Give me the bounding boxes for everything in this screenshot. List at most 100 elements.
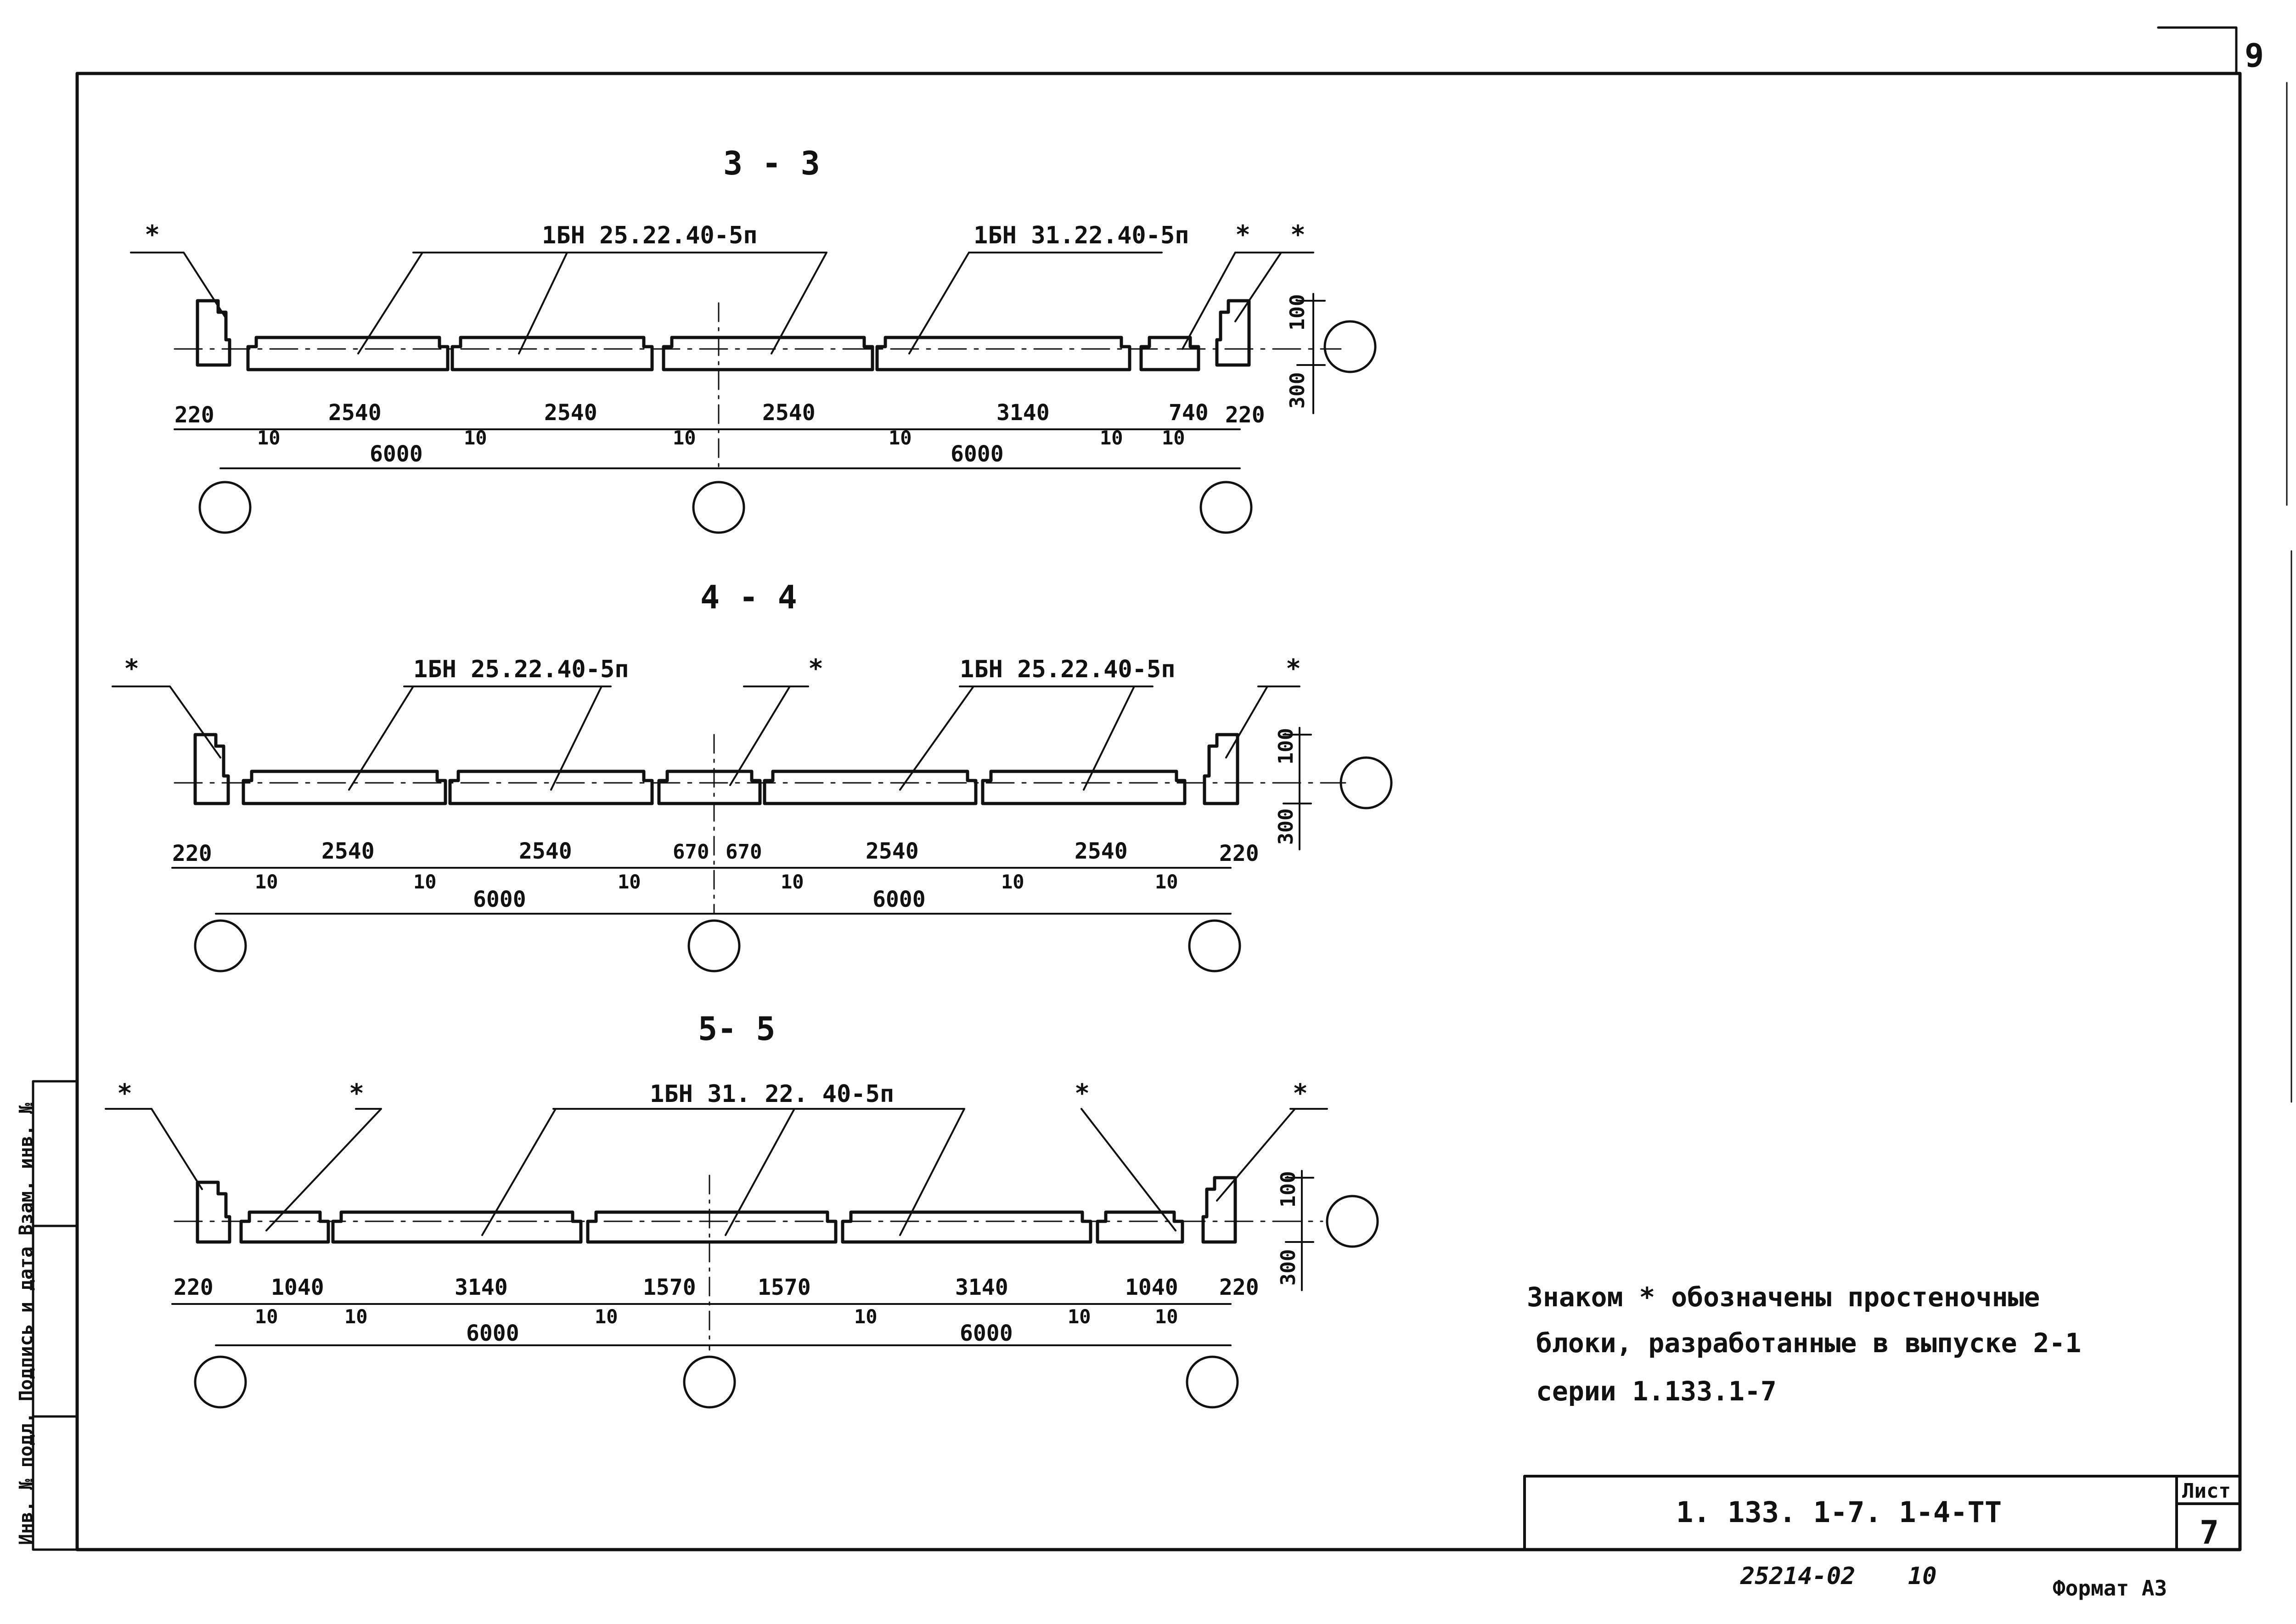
side-stamp: Инв. № подл. Подпись и дата Взам. инв. № (16, 1103, 37, 1545)
block-label: * (808, 654, 823, 683)
gap-dim: 10 (255, 1305, 278, 1328)
axis-marker (1339, 756, 1393, 809)
pier-block (196, 1180, 231, 1244)
gap-dim: 10 (464, 427, 487, 449)
height-dim: 100 (1274, 728, 1298, 764)
span-dim: 6000 (872, 887, 926, 912)
dimension: 2540 (519, 838, 572, 864)
pier-block (193, 733, 230, 805)
gap-dim: 10 (1155, 1305, 1178, 1328)
dimension-line (171, 1303, 1232, 1346)
note-line: серии 1.133.1-7 (1536, 1376, 1777, 1407)
drawing-frame (75, 72, 2242, 1551)
slab-block (450, 336, 654, 371)
dimension: 2540 (866, 838, 919, 864)
block-label: * (145, 220, 160, 249)
note-line: Знаком * обозначены простеночные (1527, 1281, 2040, 1313)
axis-marker (1326, 1195, 1379, 1248)
dimension: 3140 (455, 1275, 508, 1300)
gap-dim: 10 (257, 427, 281, 449)
gap-dim: 10 (255, 871, 278, 893)
span-dim: 6000 (370, 441, 423, 467)
dimension: 2540 (762, 400, 816, 426)
block-label: 1БН 25.22.40-5п (542, 222, 758, 249)
dimension: 1570 (643, 1275, 696, 1300)
axis-marker (692, 481, 745, 534)
section-3-3: 3 - 3 * 1БН 25.22.40-5п 1БН 31.22.40-5п … (130, 145, 1377, 534)
slab-blocks (242, 770, 1187, 805)
gap-dim: 10 (344, 1305, 368, 1328)
block-label: * (349, 1079, 364, 1108)
leader-lines (112, 686, 1300, 791)
block-label: * (1286, 654, 1301, 683)
slab-block (239, 1210, 330, 1244)
axis-marker (194, 1355, 247, 1409)
slab-blocks (239, 1210, 1184, 1244)
dimension: 1570 (758, 1275, 811, 1300)
slab-block (586, 1210, 838, 1244)
dimension: 3140 (955, 1275, 1008, 1300)
height-dimension (1296, 293, 1326, 414)
section-title: 4 - 4 (700, 579, 797, 616)
height-dim: 100 (1286, 294, 1309, 331)
gap-dim: 10 (1068, 1305, 1091, 1328)
slab-block (763, 770, 978, 805)
slab-block (331, 1210, 583, 1244)
block-label: 1БН 31. 22. 40-5п (650, 1080, 894, 1108)
dimension: 2540 (321, 838, 375, 864)
section-4-4: 4 - 4 * 1БН 25.22.40-5п * 1БН 25.22.40-5… (112, 579, 1393, 972)
leader-lines (130, 252, 1314, 354)
dimension: 670 (726, 840, 762, 864)
side-stamp-frame (32, 1080, 79, 1551)
axis-marker (1199, 481, 1253, 534)
gap-dim: 10 (781, 871, 804, 893)
slab-block (1096, 1210, 1184, 1244)
slab-block (448, 770, 654, 805)
title-block-frame (1523, 1475, 2241, 1551)
span-dim: 6000 (960, 1321, 1013, 1346)
gap-dim: 10 (1155, 871, 1178, 893)
axis-marker (1323, 320, 1377, 373)
block-label: * (1235, 220, 1250, 249)
dimension: 2540 (328, 400, 382, 426)
axis-marker (683, 1355, 736, 1409)
slab-block (662, 336, 874, 371)
block-label: * (1075, 1079, 1090, 1108)
slab-block (657, 770, 762, 805)
sheet-label: Лист (2182, 1479, 2231, 1503)
title-block: 1. 133. 1-7. 1-4-ТТ Лист 7 (1523, 1475, 2241, 1551)
dimension: 1040 (1125, 1275, 1178, 1300)
format-label: Формат А3 (2053, 1576, 2167, 1601)
slab-block (841, 1210, 1092, 1244)
sheet-number: 9 (2245, 37, 2264, 74)
dimension: 220 (1219, 841, 1259, 866)
block-label: 1БН 25.22.40-5п (413, 656, 629, 683)
dimension: 220 (172, 841, 212, 866)
height-dim: 300 (1286, 372, 1309, 409)
span-dim: 6000 (473, 887, 526, 912)
dimension: 220 (174, 402, 214, 428)
gap-dim: 10 (1001, 871, 1024, 893)
axis-marker (194, 919, 247, 972)
span-dim: 6000 (951, 441, 1004, 467)
slab-block (981, 770, 1187, 805)
axis-marker (198, 481, 252, 534)
dimension: 220 (1219, 1275, 1259, 1300)
slab-block (1139, 336, 1200, 371)
dimension: 670 (673, 840, 709, 864)
dimension: 1040 (271, 1275, 324, 1300)
gap-dim: 10 (595, 1305, 618, 1328)
height-dimension (1283, 727, 1312, 850)
axis-marker (687, 919, 741, 972)
dimension: 740 (1169, 400, 1209, 426)
axis-marker (1188, 919, 1241, 972)
section-title: 3 - 3 (723, 145, 820, 182)
slab-block (875, 336, 1131, 371)
slab-blocks (246, 336, 1200, 371)
slab-block (246, 336, 450, 371)
block-label: * (1293, 1079, 1308, 1108)
sheet-number-box (2157, 26, 2238, 75)
sheet-value: 7 (2200, 1514, 2219, 1551)
gap-dim: 10 (854, 1305, 878, 1328)
